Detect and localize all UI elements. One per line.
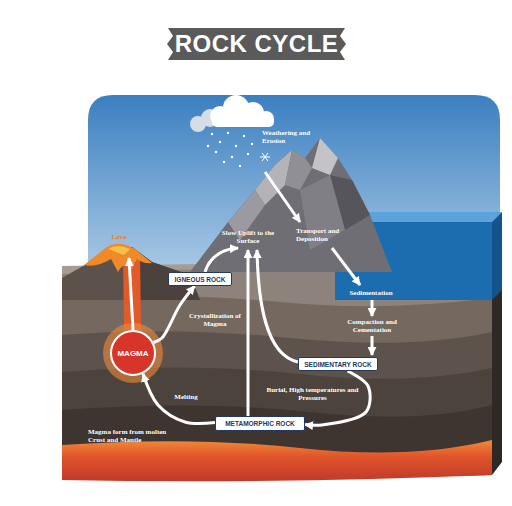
mountain-facet [312,138,338,175]
lava-flow [84,244,152,272]
sedimentation-arrow [332,248,360,285]
diagram-title: ROCK CYCLE [175,30,339,58]
compaction-arrow [371,300,374,316]
rain [207,132,253,167]
rock-type-box: IGNEOUS ROCK [168,272,232,286]
process-arrows [129,172,372,416]
edge-label: Burial, High temperatures and Pressures [265,386,360,402]
uplift-arrow [247,250,250,416]
process-label: Weathering and Erosion [262,129,317,145]
ocean-side [492,212,502,300]
process-label: Transport and Deposition [296,227,348,243]
node-text: METAMORPHIC ROCK [225,420,295,427]
molten-layer [62,440,492,481]
mountain-facet [285,150,312,190]
cementation-arrow [371,336,374,355]
uplift-arrow [257,250,298,362]
lava-label: Lava [106,233,132,241]
transport-arrow [265,172,300,222]
mountain [190,138,392,272]
title-box: ROCK CYCLE [168,28,345,60]
title-banner [167,28,346,60]
rock-type-box: SEDIMENTARY ROCK [298,357,378,371]
magma-circle: MAGMA [110,330,156,376]
cloud [212,116,274,127]
note-label: Magma form from molten Crust and Mantle [88,428,183,444]
edge-label: Melting [168,393,204,401]
lava-glow [108,246,130,255]
mountain-facet [255,150,292,205]
sky [88,95,500,300]
rock-type-box: METAMORPHIC ROCK [215,416,305,431]
edge-label: Crystallization of Magma [183,312,247,328]
cycle-arrow [153,286,194,342]
process-label: Sedimentation [338,289,404,297]
magma-halo [103,323,163,383]
snowflake [260,153,270,161]
process-label: Compaction and Cementation [340,318,404,334]
node-text: MAGMA [117,349,148,358]
node-text: SEDIMENTARY ROCK [304,361,371,368]
cycle-arrow [143,374,215,424]
eruption-arrow [129,258,133,330]
process-label: Slow Uplift to the Surface [220,229,276,245]
node-text: IGNEOUS ROCK [175,276,226,283]
uplift-arrow [205,248,238,272]
